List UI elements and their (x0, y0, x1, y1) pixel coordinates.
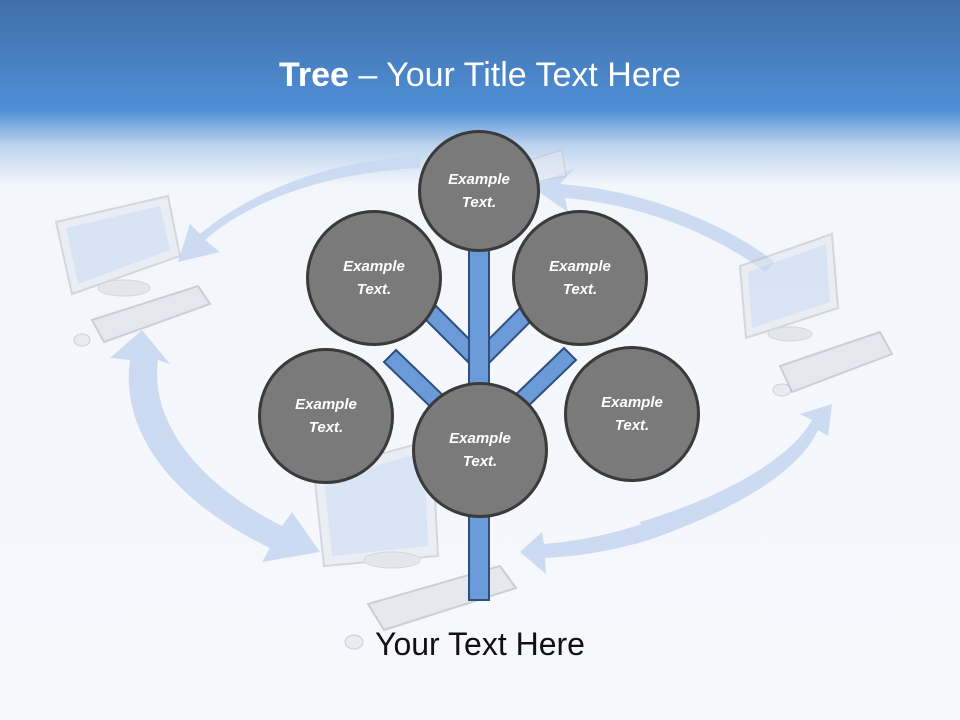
tree-node-upper-left: Example Text. (306, 210, 442, 346)
title-separator: – (348, 56, 387, 94)
cycle-arrow-icon (110, 156, 832, 574)
node-label: Example (601, 394, 663, 411)
title-text: Your Title Text Here (386, 56, 681, 94)
slide-title: Tree – Your Title Text Here (0, 52, 960, 98)
tree-node-lower-left: Example Text. (258, 348, 394, 484)
node-label: Text. (614, 417, 650, 434)
keyboard-icon (90, 284, 894, 632)
footer-text: Your Text Here (375, 626, 585, 662)
tree-node-upper-right: Example Text. (512, 210, 648, 346)
computer-monitor-icon (54, 149, 840, 569)
tree-node-lower-right: Example Text. (564, 346, 700, 482)
node-label: Example (343, 258, 405, 275)
node-label: Example (449, 430, 511, 447)
node-label: Example (295, 396, 357, 413)
node-label: Example (448, 171, 510, 188)
tree-node-center: Example Text. (412, 382, 548, 518)
tree-node-top: Example Text. (418, 130, 540, 252)
title-bold-word: Tree (279, 56, 349, 94)
node-label: Text. (562, 281, 598, 298)
node-label: Example (549, 258, 611, 275)
mouse-icon (73, 333, 792, 650)
node-label: Text. (461, 194, 497, 211)
node-label: Text. (308, 419, 344, 436)
node-label: Text. (356, 281, 392, 298)
node-label: Text. (462, 453, 498, 470)
